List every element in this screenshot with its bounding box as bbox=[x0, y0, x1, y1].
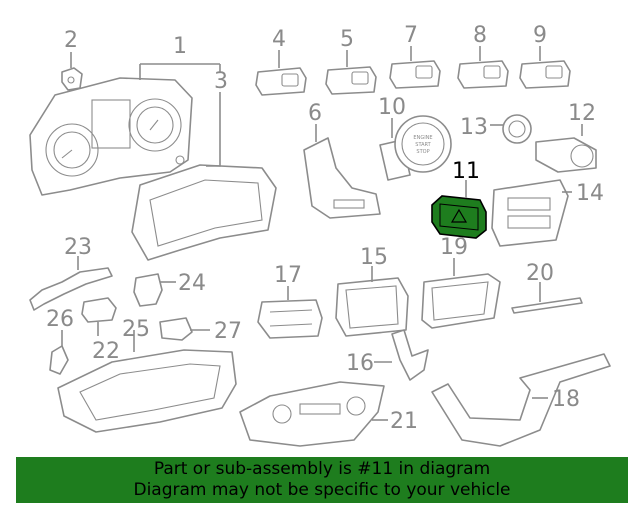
callout-1: 1 bbox=[173, 34, 187, 59]
callout-10: 10 bbox=[378, 95, 406, 120]
part-22-switch[interactable] bbox=[81, 297, 117, 323]
part-17-bracket-frame[interactable] bbox=[257, 299, 323, 339]
part-4-switch[interactable] bbox=[255, 67, 307, 96]
callout-13: 13 bbox=[460, 115, 488, 140]
callout-17: 17 bbox=[274, 263, 302, 288]
part-21-control-panel[interactable] bbox=[239, 381, 385, 447]
start-text: START bbox=[415, 142, 431, 148]
banner-line-1: Part or sub-assembly is #11 in diagram bbox=[153, 459, 491, 479]
banner-line-2: Diagram may not be specific to your vehi… bbox=[133, 480, 511, 500]
callout-24: 24 bbox=[178, 271, 206, 296]
stop-text: STOP bbox=[416, 149, 429, 155]
part-14-switch-panel[interactable] bbox=[491, 179, 569, 247]
part-11-hazard-switch[interactable] bbox=[431, 195, 487, 239]
callout-19: 19 bbox=[440, 235, 468, 260]
part-15-display-unit[interactable] bbox=[335, 277, 409, 337]
part-25-console-box[interactable] bbox=[57, 349, 237, 433]
engine-text: ENGINE bbox=[413, 135, 432, 141]
leader-lines bbox=[61, 46, 583, 421]
callout-11: 11 bbox=[452, 159, 480, 184]
part-2-clip[interactable] bbox=[61, 67, 83, 91]
info-banner: Part or sub-assembly is #11 in diagram D… bbox=[16, 457, 628, 503]
part-23-cable[interactable] bbox=[29, 267, 113, 311]
part-8-switch[interactable] bbox=[457, 60, 509, 89]
callout-12: 12 bbox=[568, 101, 596, 126]
callout-23: 23 bbox=[64, 235, 92, 260]
callout-21: 21 bbox=[390, 409, 418, 434]
callout-20: 20 bbox=[526, 261, 554, 286]
parts-diagram: ENGINE START STOP bbox=[29, 23, 611, 447]
part-9-switch[interactable] bbox=[519, 60, 571, 89]
part-16-bracket[interactable] bbox=[391, 329, 429, 381]
part-12-connector[interactable] bbox=[535, 137, 597, 173]
callout-4: 4 bbox=[272, 27, 286, 52]
callout-16: 16 bbox=[346, 351, 374, 376]
callout-25: 25 bbox=[122, 317, 150, 342]
part-13-ring[interactable] bbox=[502, 114, 532, 144]
callout-labels: 1 2 3 4 5 6 7 8 9 10 11 12 13 14 15 16 1… bbox=[46, 23, 604, 434]
part-26-bracket[interactable] bbox=[49, 345, 69, 375]
callout-8: 8 bbox=[473, 23, 487, 48]
callout-3: 3 bbox=[214, 69, 228, 94]
callout-9: 9 bbox=[533, 23, 547, 48]
part-7-switch[interactable] bbox=[389, 60, 441, 89]
part-24-knob[interactable] bbox=[133, 273, 163, 307]
part-5-switch[interactable] bbox=[325, 66, 377, 95]
callout-5: 5 bbox=[340, 27, 354, 52]
callout-7: 7 bbox=[404, 23, 418, 48]
callout-22: 22 bbox=[92, 339, 120, 364]
part-27-sensor[interactable] bbox=[159, 317, 193, 341]
part-3-cluster-lens[interactable] bbox=[131, 164, 277, 261]
callout-14: 14 bbox=[576, 181, 604, 206]
callout-15: 15 bbox=[360, 245, 388, 270]
part-10-engine-start-button[interactable]: ENGINE START STOP bbox=[379, 115, 452, 181]
part-1-instrument-cluster[interactable] bbox=[29, 77, 193, 196]
part-6-bezel[interactable] bbox=[303, 137, 381, 219]
part-18-trim-panel[interactable] bbox=[431, 353, 611, 447]
callout-2: 2 bbox=[64, 28, 78, 53]
callout-6: 6 bbox=[308, 101, 322, 126]
part-20-strip[interactable] bbox=[511, 297, 583, 314]
callout-18: 18 bbox=[552, 387, 580, 412]
callout-26: 26 bbox=[46, 307, 74, 332]
callout-27: 27 bbox=[214, 319, 242, 344]
part-19-screen[interactable] bbox=[421, 273, 501, 329]
